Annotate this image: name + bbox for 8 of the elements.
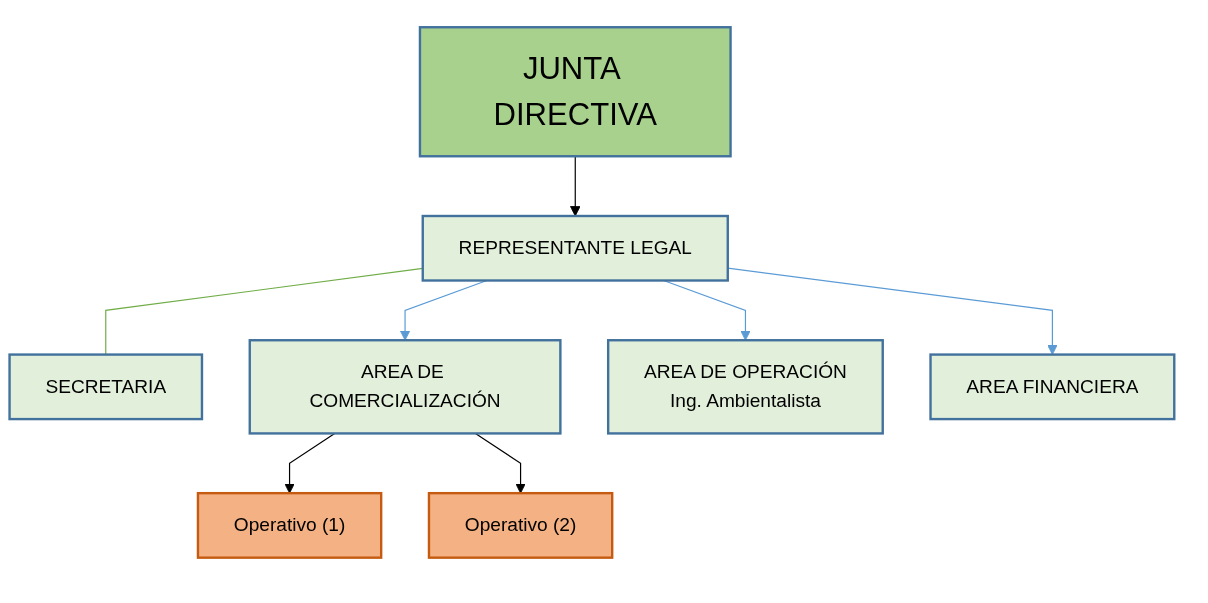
node-box: SECRETARIA [8,353,204,421]
node-box: AREA DE OPERACIÓN Ing. Ambientalista [606,339,884,435]
node-box: AREA DE COMERCIALIZACIÓN [248,339,562,435]
node-box: AREA FINANCIERA [929,353,1176,421]
node-box: Operativo (2) [427,491,614,559]
node-box: REPRESENTANTE LEGAL [421,214,729,282]
node-box: Operativo (1) [196,491,383,559]
node-box: JUNTA DIRECTIVA [418,26,732,158]
